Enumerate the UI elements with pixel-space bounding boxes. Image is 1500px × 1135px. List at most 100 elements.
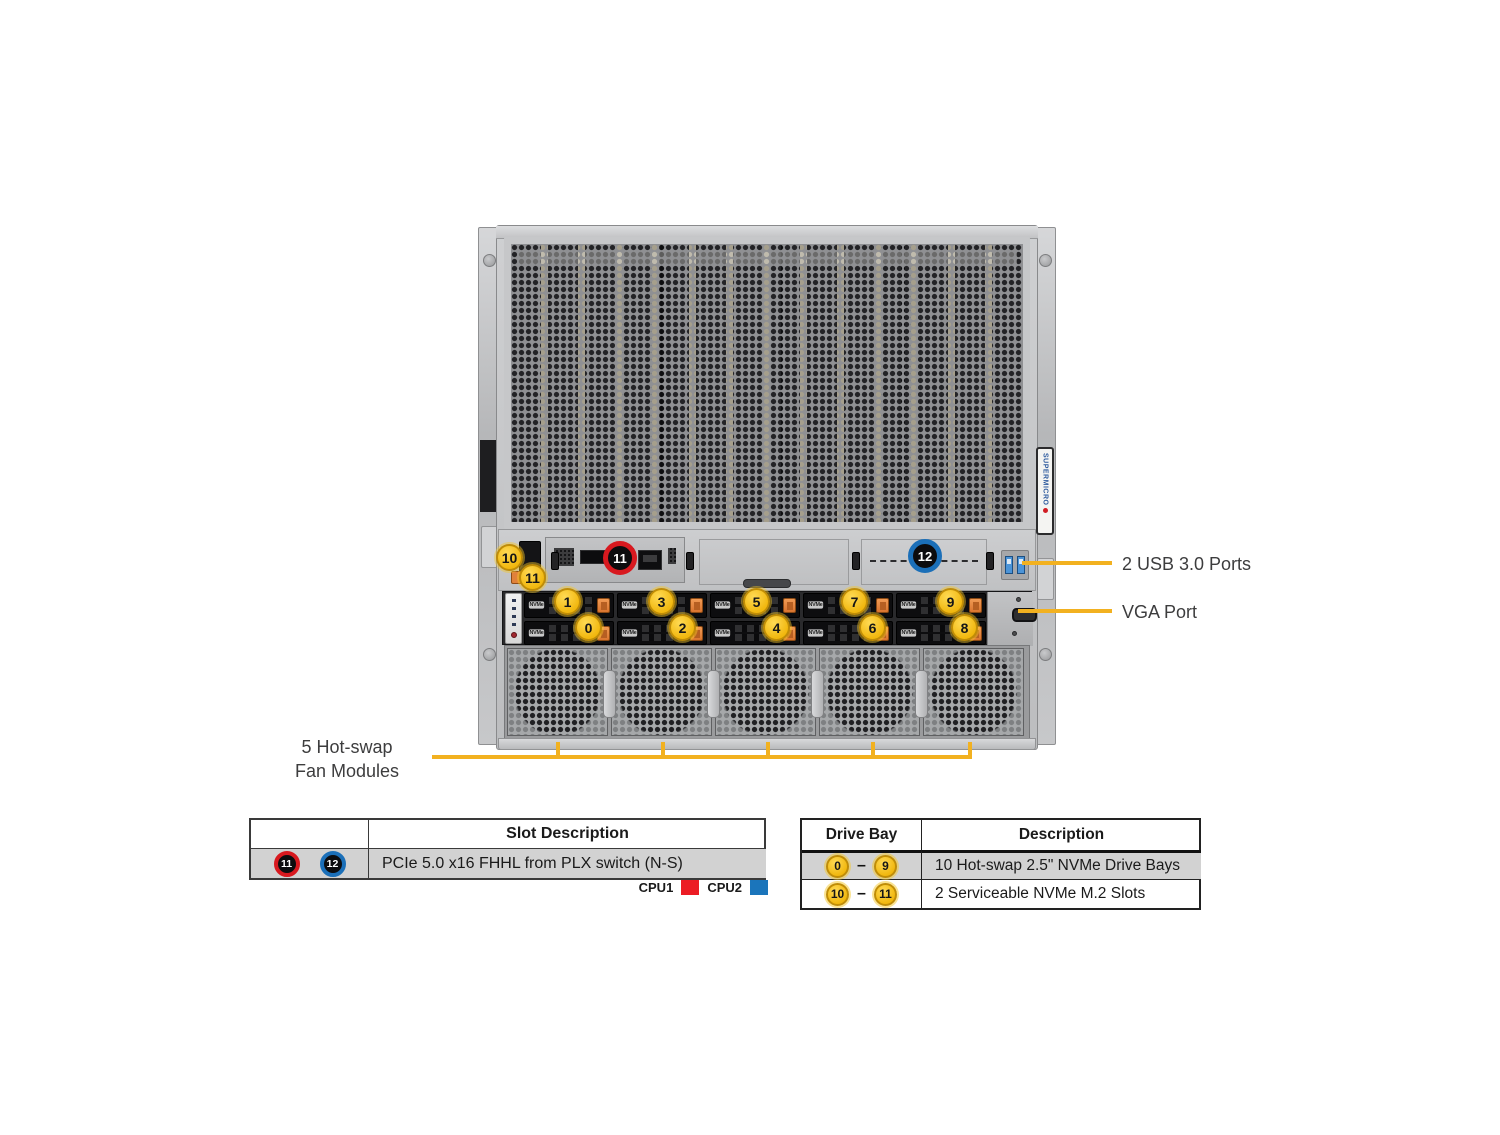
grille-mesh [511, 244, 1023, 522]
fan-module [715, 648, 816, 736]
fans-callout-line2: Fan Modules [294, 761, 400, 781]
cpu2-label: CPU2 [707, 879, 742, 895]
drive-bay-row: NVMe NVMe NVMe NVMe NVMe NVMe NVMe NVMe … [502, 588, 1037, 646]
badge-m2-10: 10 [496, 544, 523, 571]
nvme-label: NVMe [900, 628, 917, 637]
usb-callout-label: 2 USB 3.0 Ports [1122, 554, 1252, 574]
badge-drive-8: 8 [951, 614, 978, 641]
status-leds [512, 599, 516, 631]
slot-bracket [986, 552, 994, 570]
badge-drive-9: 9 [937, 588, 964, 615]
nvme-label: NVMe [900, 601, 917, 609]
drive-table-row2-desc: 2 Serviceable NVMe M.2 Slots [921, 879, 1201, 908]
callout-stub-fan2 [661, 742, 665, 756]
vga-callout-label: VGA Port [1122, 602, 1198, 622]
ear-hole [1039, 648, 1052, 661]
drive-latch [597, 598, 610, 613]
fan-handle [915, 670, 928, 718]
slot-table-badges: 11 12 [251, 848, 368, 878]
drive-table-row1-badges: 0 – 9 [802, 850, 921, 879]
fan-handle [603, 670, 616, 718]
slot-bracket [852, 552, 860, 570]
usb-port [1005, 556, 1013, 574]
table-badge-0: 0 [826, 854, 850, 878]
server-chassis: SUPERMICRO 10 11 [478, 225, 1056, 750]
slot-bracket [551, 552, 559, 570]
badge-drive-6: 6 [859, 614, 886, 641]
grille-divider [901, 244, 905, 522]
usb-port [1017, 556, 1025, 574]
badge-slot-11: 11 [603, 541, 637, 575]
callout-stub-fan5 [968, 742, 972, 759]
cover-handle [743, 579, 791, 588]
control-panel [505, 593, 522, 644]
nvme-label: NVMe [621, 601, 638, 609]
badge-drive-1: 1 [554, 588, 581, 615]
io-card: 11 [545, 537, 685, 583]
drive-latch [690, 598, 703, 613]
brand-label-strip: SUPERMICRO [1036, 447, 1054, 535]
fan-module [507, 648, 608, 736]
usb-port-block [1001, 550, 1029, 580]
grille-highlight [517, 251, 1017, 264]
fan-module [611, 648, 712, 736]
badge-drive-4: 4 [763, 614, 790, 641]
callout-stub-fan4 [871, 742, 875, 756]
ear-hole [483, 254, 496, 267]
drive-bay-table: Drive Bay Description 0 – 9 10 Hot-swap … [800, 818, 1201, 910]
drive-latch [969, 598, 982, 613]
grille-divider [660, 244, 664, 522]
grille-divider [781, 244, 785, 522]
front-grille [504, 237, 1030, 529]
fan-handle [811, 670, 824, 718]
nvme-label: NVMe [714, 601, 731, 609]
fan-module [923, 648, 1024, 736]
table-badge-11: 11 [273, 850, 300, 877]
fans-callout-label: 5 Hot-swap Fan Modules [278, 735, 416, 783]
screw-icon [1016, 597, 1021, 602]
callout-line-usb [1022, 561, 1112, 565]
power-button [511, 632, 517, 638]
fan-row [504, 645, 1030, 740]
pin-block [554, 548, 574, 566]
screw-icon [1012, 631, 1017, 636]
badge-drive-3: 3 [648, 588, 675, 615]
fan-module [819, 648, 920, 736]
fans-callout-line1: 5 Hot-swap [301, 737, 393, 757]
nvme-label: NVMe [528, 628, 545, 637]
badge-drive-7: 7 [841, 588, 868, 615]
callout-stub-fan1 [556, 742, 560, 756]
drive-table-row2-badges: 10 – 11 [802, 879, 921, 908]
slot-table-corner-cell [251, 820, 368, 848]
drive-table-header-desc: Description [921, 820, 1201, 850]
slot-table-description: PCIe 5.0 x16 FHHL from PLX switch (N-S) [368, 848, 766, 878]
badge-drive-5: 5 [743, 588, 770, 615]
blank-slot-cover [699, 539, 849, 585]
fan-modules [507, 648, 1024, 736]
table-badge-11b: 11 [873, 882, 897, 906]
callout-stub-fan3 [766, 742, 770, 756]
drive-table-row1-desc: 10 Hot-swap 2.5" NVMe Drive Bays [921, 850, 1201, 879]
cpu-legend: CPU1 CPU2 [560, 878, 768, 896]
badge-drive-0: 0 [575, 614, 602, 641]
slot-table-header: Slot Description [368, 820, 766, 848]
cpu1-label: CPU1 [638, 879, 674, 895]
badge-drive-2: 2 [669, 614, 696, 641]
brand-dot-icon [1042, 508, 1048, 514]
nvme-label: NVMe [807, 628, 824, 637]
nvme-label: NVMe [621, 628, 638, 637]
ear-slot [480, 440, 498, 512]
table-badge-10: 10 [826, 882, 850, 906]
ear-hole [483, 648, 496, 661]
drive-table-header-bay: Drive Bay [825, 826, 898, 843]
nvme-label: NVMe [528, 601, 545, 609]
range-dash: – [857, 857, 866, 874]
cpu2-color-swatch [750, 879, 768, 895]
table-badge-12: 12 [319, 850, 346, 877]
badge-m2-11: 11 [519, 564, 546, 591]
ear-hole [1039, 254, 1052, 267]
badge-slot-12: 12 [908, 539, 942, 573]
nvme-label: NVMe [807, 601, 824, 609]
ethernet-port [638, 550, 662, 570]
callout-line-vga [1018, 609, 1112, 613]
